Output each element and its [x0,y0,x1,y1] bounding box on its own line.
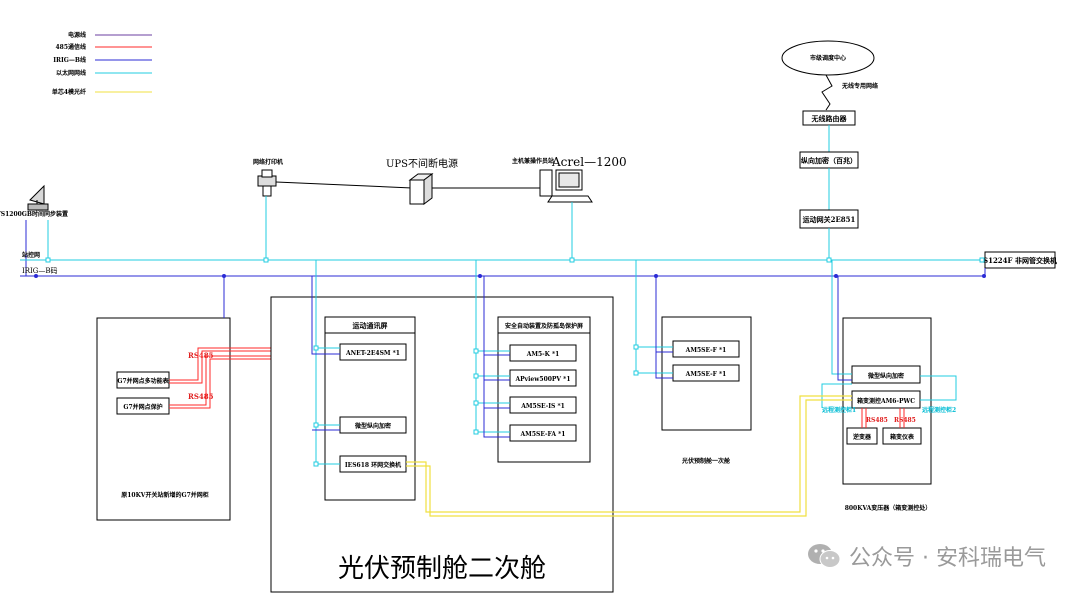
am5k-label: AM5-K *1 [526,351,560,358]
ups-label: UPS不间断电源 [386,157,458,170]
switch-label: S1224F 非网管交换机 [983,256,1057,265]
rs485-left-a: RS485 [188,351,214,360]
irig-label: IRIG—B码 [22,267,58,275]
legend-label-fiber: 单芯4模光纤 [52,88,86,96]
meter-label: G7并网点多功能表 [117,377,169,385]
gateway-label: 运动网关2E851 [803,215,856,224]
host-computer-icon [539,169,593,203]
legend-label-ethernet: 以太网网线 [56,69,86,77]
ats-sync-device [27,184,49,211]
wireless-zigzag [821,74,833,111]
control-center-label: 市级调度中心 [810,54,846,62]
legend-label-irig: IRIG—B线 [53,56,86,64]
inverter-label: 逆变器 [853,433,872,441]
port-left-label: 远程测控柜1 [822,406,856,414]
aview-label: APview500PV *1 [514,376,570,383]
safety-screen-wiring [473,260,510,438]
safety-screen-label: 安全自动装置及防孤岛保护屏 [505,322,583,330]
bus-junctions [34,257,986,278]
wechat-icon [807,542,841,570]
first-cabin-wiring [633,260,673,379]
watermark: 公众号 · 安科瑞电气 [807,540,1046,572]
am5se-f2-label: AM5SE-F *1 [685,371,727,378]
right-meter-box [882,427,922,445]
cabin-second-caption: 光伏预制舱二次舱 [338,554,546,584]
am5se-fa-label: AM5SE-FA *1 [520,431,566,438]
port-right-label: 远程测控柜2 [922,406,956,414]
ups-icon [408,173,434,205]
printer-ups-power [275,181,413,189]
box-control-label: 箱变测控AM6-PWC [857,397,915,405]
watermark-text: 公众号 · 安科瑞电气 [849,546,1046,571]
right-micro-enc-label: 微型纵向加密 [867,372,904,380]
cabinet-left [96,317,231,521]
legend-label-power: 电源线 [68,31,86,39]
cabinet-right-caption: 800KVA变压器（箱变测控处） [845,504,932,512]
station-net-label: 站控网 [22,251,40,259]
rs485-left-b: RS485 [188,392,214,401]
cabinet-left-caption: 原10KV开关站新增的G7并网柜 [121,491,209,499]
printer-label: 网络打印机 [253,158,283,166]
anet-box [339,343,407,361]
encryption-label: 纵向加密（百兆） [801,156,857,165]
legend-label-485: 485通信线 [55,43,86,51]
host-label: 主机兼操作员站 [512,157,554,165]
router-label: 无线路由器 [811,114,848,123]
control-center-cloud [781,40,875,76]
am5se-f1-box [672,340,740,358]
rs485-right-b: RS485 [894,417,916,424]
comm-screen-wiring [311,260,340,467]
right-cabinet-wiring [821,260,957,428]
am5se-is-label: AM5SE-IS *1 [520,403,565,410]
comm-screen-label: 运动通讯屏 [353,321,388,330]
protection-box [116,397,170,415]
am5k-box [509,344,577,362]
printer-icon [257,169,277,197]
ies-label: IES618 环网交换机 [345,461,401,469]
aview-box [509,369,577,387]
am5se-is-box [509,396,577,414]
am5se-f1-label: AM5SE-F *1 [685,347,727,354]
rs485-right-a: RS485 [866,417,888,424]
wireless-note: 无线专用网络 [841,82,878,90]
switch-box [984,251,1056,269]
am5se-fa-box [509,424,577,442]
anet-label: ANET-2E4SM *1 [345,350,400,357]
micro-enc-label: 微型纵向加密 [354,422,391,430]
ats-label: ATS1200GB时间同步装置 [0,210,68,218]
cabin-first-caption: 光伏预制舱一次舱 [681,457,731,465]
protection-label: G7并网点保护 [123,403,162,411]
right-meter-label: 箱变仪表 [890,433,915,441]
acrel-label: Acrel—1200 [551,155,627,169]
legend: 电源线 485通信线 IRIG—B线 以太网网线 单芯4模光纤 [52,31,152,96]
fiber-lines [406,395,852,517]
